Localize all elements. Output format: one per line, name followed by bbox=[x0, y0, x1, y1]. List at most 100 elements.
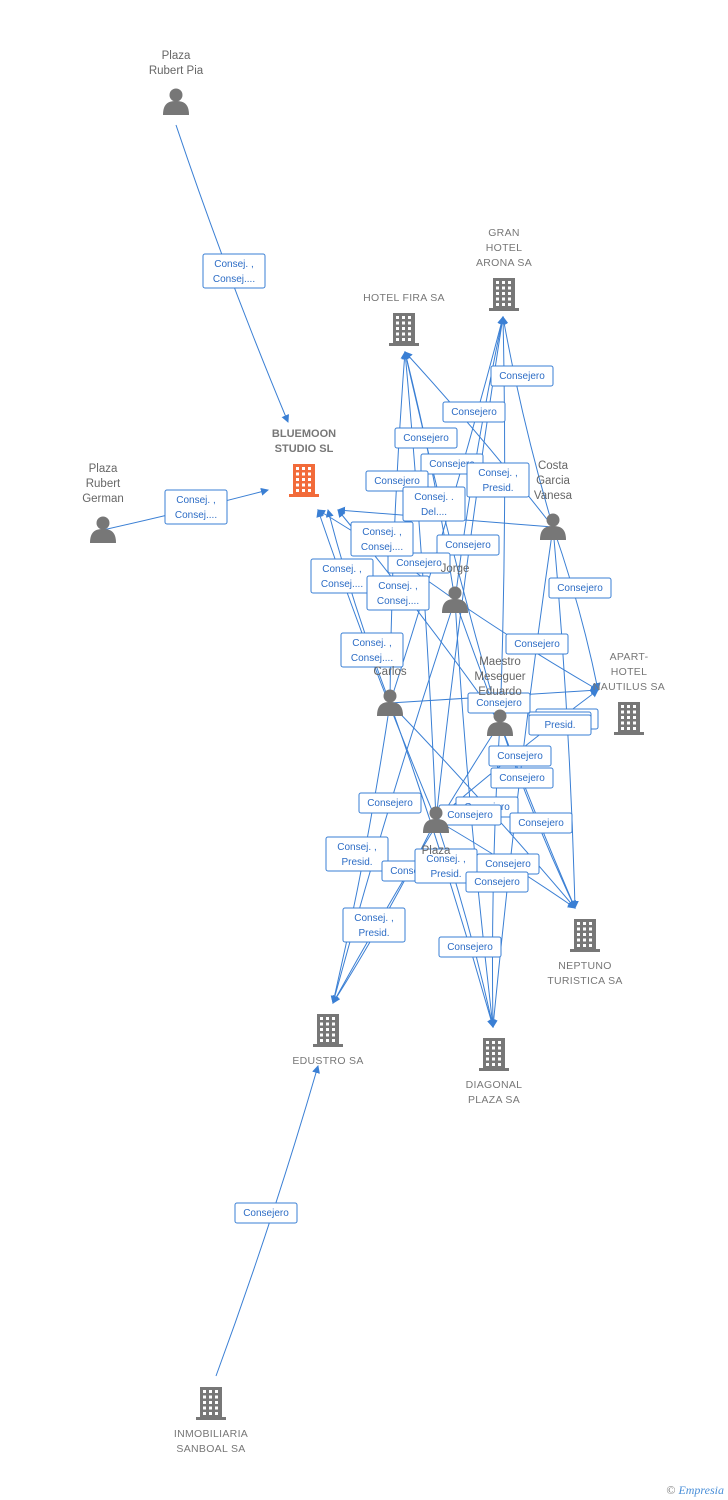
brand-logo[interactable]: Empresia bbox=[678, 1483, 724, 1497]
node-label: ARONA SA bbox=[476, 257, 532, 269]
edge-label-text: Presid. bbox=[358, 928, 389, 939]
edge-label-box bbox=[234, 1202, 298, 1224]
edge-label-text: Consejero bbox=[403, 433, 449, 444]
node-label: Plaza bbox=[422, 845, 451, 857]
edge-label-text: Consejero bbox=[447, 810, 493, 821]
edge-label-text: Consej.... bbox=[175, 510, 217, 521]
edge-label-text: Consejero bbox=[429, 459, 475, 470]
edge-label[interactable]: Consejero bbox=[505, 633, 569, 655]
edge-label-box bbox=[505, 633, 569, 655]
edge-label[interactable]: Consejero bbox=[548, 577, 612, 599]
edge-label[interactable]: Consejero bbox=[490, 767, 554, 789]
node-label: GRAN bbox=[488, 227, 520, 239]
edge-label[interactable]: Consej. ,Consej.... bbox=[350, 521, 414, 557]
edge-label-box bbox=[387, 552, 451, 574]
node-label: NEPTUNO bbox=[558, 960, 611, 972]
node-label: EDUSTRO SA bbox=[292, 1055, 363, 1067]
edge-costa_garcia_vanesa-to-apart_hotel_nautilus bbox=[552, 526, 601, 691]
edge-label-text: Consej.... bbox=[321, 579, 363, 590]
node-carlos[interactable]: Carlos bbox=[373, 666, 407, 716]
node-label: HOTEL bbox=[486, 242, 523, 254]
node-label: German bbox=[82, 493, 124, 505]
node-label: Plaza bbox=[162, 50, 191, 62]
edge-label[interactable]: Consej. ,Consej.... bbox=[366, 575, 430, 611]
copyright-symbol: © bbox=[666, 1483, 676, 1497]
edge-label-text: Consej.... bbox=[351, 653, 393, 664]
edge-plaza_center-to-diagonal_plaza bbox=[435, 819, 496, 1028]
edge-label[interactable]: Consejero bbox=[436, 534, 500, 556]
edge-label-text: Presid. bbox=[544, 720, 575, 731]
node-plaza_center[interactable]: Plaza bbox=[422, 806, 451, 858]
node-label: Vanesa bbox=[534, 490, 573, 502]
edge-label-text: Consejero bbox=[514, 639, 560, 650]
node-label: Eduardo bbox=[478, 686, 521, 698]
node-hotel_fira[interactable]: HOTEL FIRA SA bbox=[363, 292, 445, 346]
node-label: Plaza bbox=[89, 463, 118, 475]
edge-label-text: Consej. , bbox=[337, 842, 376, 853]
edge-label[interactable]: Consejero bbox=[358, 792, 422, 814]
node-label: Rubert bbox=[86, 478, 121, 490]
edge-label[interactable]: Consejero bbox=[467, 692, 531, 714]
edge-label[interactable]: Consej. ,Presid. bbox=[342, 907, 406, 943]
edge-label-box bbox=[488, 745, 552, 767]
edge-label[interactable]: Consejero bbox=[438, 936, 502, 958]
edge-label-box bbox=[340, 632, 404, 668]
edge-label[interactable]: Consej. ,Presid. bbox=[325, 836, 389, 872]
node-label: Garcia bbox=[536, 475, 570, 487]
edge-label-text: Consej. , bbox=[176, 495, 215, 506]
edge-label[interactable]: Consejero bbox=[394, 427, 458, 449]
edge-label[interactable]: Consej. , Consej.... bbox=[340, 632, 404, 668]
edge-label[interactable]: Consej. , Consej.... bbox=[164, 489, 228, 525]
edge-label[interactable]: Consej. ,Consej.... bbox=[202, 253, 266, 289]
edge-label-text: Consejero bbox=[390, 866, 436, 877]
person-icon bbox=[163, 88, 189, 115]
edge-label[interactable]: Consejero bbox=[234, 1202, 298, 1224]
edge-label[interactable]: Presid. bbox=[528, 714, 592, 736]
node-label: BLUEMOON bbox=[272, 428, 336, 440]
edge-label-text: Consejero bbox=[451, 407, 497, 418]
edge-label-box bbox=[325, 836, 389, 872]
edge-label[interactable]: Consej. ,Presid. bbox=[466, 462, 530, 498]
edge-label-box bbox=[436, 534, 500, 556]
edge-label[interactable]: Consejero bbox=[365, 470, 429, 492]
edge-label[interactable]: Consej. ,Consej.... bbox=[310, 558, 374, 594]
edge-label[interactable]: Consejero bbox=[438, 804, 502, 826]
edge-label[interactable]: Consejero bbox=[465, 871, 529, 893]
edge-label[interactable]: Consejero bbox=[490, 365, 554, 387]
node-jorge[interactable]: Jorge bbox=[441, 563, 470, 613]
edge-label[interactable]: Consejero bbox=[387, 552, 451, 574]
edge-label-box bbox=[490, 767, 554, 789]
edge-costa_garcia_vanesa-to-hotel_fira bbox=[404, 351, 554, 528]
edge-label-box bbox=[366, 575, 430, 611]
edge-label-box bbox=[202, 253, 266, 289]
edge-label[interactable]: Consej. .Del.... bbox=[402, 486, 466, 522]
edge-label-text: Consejero bbox=[499, 773, 545, 784]
node-edustro[interactable]: EDUSTRO SA bbox=[292, 1014, 363, 1067]
edge-label-box bbox=[509, 812, 573, 834]
node-gran_hotel_arona[interactable]: GRAN HOTEL ARONA SA bbox=[476, 227, 532, 311]
edge-label[interactable]: Consejero bbox=[488, 745, 552, 767]
edge-label-text: Consejero bbox=[374, 476, 420, 487]
edge-labels-layer: Consej. , Consej.... Consej. , Consej.... Co… bbox=[164, 253, 612, 1224]
edge-label[interactable]: Consejero bbox=[476, 853, 540, 875]
edge-label-text: Consej. , bbox=[352, 638, 391, 649]
edge-label[interactable]: Consejero bbox=[509, 812, 573, 834]
edge-label[interactable]: Consejero bbox=[442, 401, 506, 423]
edge-label-box bbox=[465, 871, 529, 893]
edge-label-text: Consejero bbox=[497, 751, 543, 762]
node-label: DIAGONAL bbox=[466, 1079, 523, 1091]
building-icon bbox=[570, 919, 600, 952]
edge-label-text: Consej. , bbox=[214, 259, 253, 270]
edge-label-box bbox=[402, 486, 466, 522]
